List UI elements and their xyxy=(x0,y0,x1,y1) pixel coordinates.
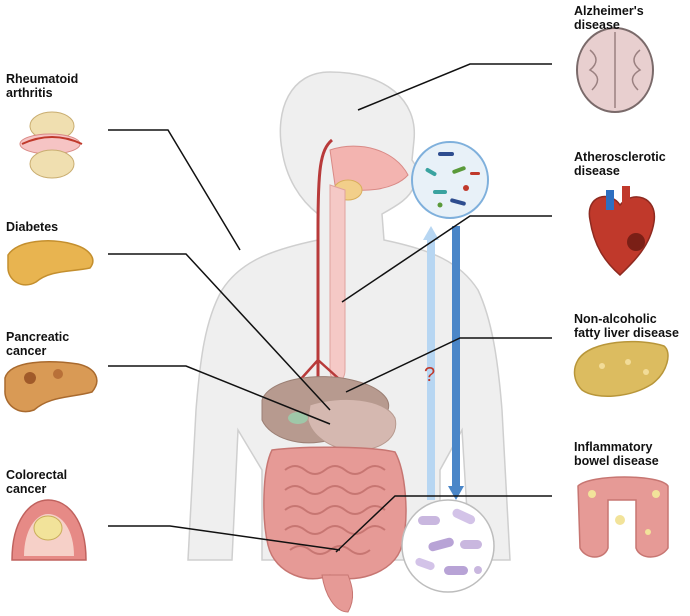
pancreas-icon xyxy=(7,240,94,286)
label-colorectal-cancer: Colorectal cancer xyxy=(6,468,68,496)
label-pancreatic-cancer: Pancreatic cancer xyxy=(6,330,70,358)
colon-tumor-icon xyxy=(11,499,87,561)
translocation-arrows xyxy=(423,226,464,500)
esophagus xyxy=(329,184,346,382)
label-inflammatory-bowel-disease: Inflammatory bowel disease xyxy=(574,440,659,468)
label-alzheimers-disease: Alzheimer's disease xyxy=(574,4,644,32)
tumor-pancreas-icon xyxy=(4,361,98,413)
translocation-question-mark: ? xyxy=(424,364,436,386)
connector-lines xyxy=(108,63,552,553)
label-rheumatoid-arthritis: Rheumatoid arthritis xyxy=(6,72,79,100)
label-atherosclerotic-disease: Atherosclerotic disease xyxy=(574,150,666,178)
inflamed-colon-icon xyxy=(577,476,669,558)
label-diabetes: Diabetes xyxy=(6,220,59,234)
label-nafld: Non-alcoholic fatty liver disease xyxy=(574,312,679,340)
brain-icon xyxy=(576,27,654,113)
oral-microbiome-icon xyxy=(411,141,489,219)
joint-icon xyxy=(19,111,83,179)
heart-icon xyxy=(588,186,656,277)
gut-microbiome-icon xyxy=(401,499,495,593)
gallbladder xyxy=(288,412,308,424)
liver-icon xyxy=(573,340,669,397)
stomach xyxy=(307,398,397,451)
blood-vessel xyxy=(316,138,334,380)
intestines xyxy=(263,446,407,613)
